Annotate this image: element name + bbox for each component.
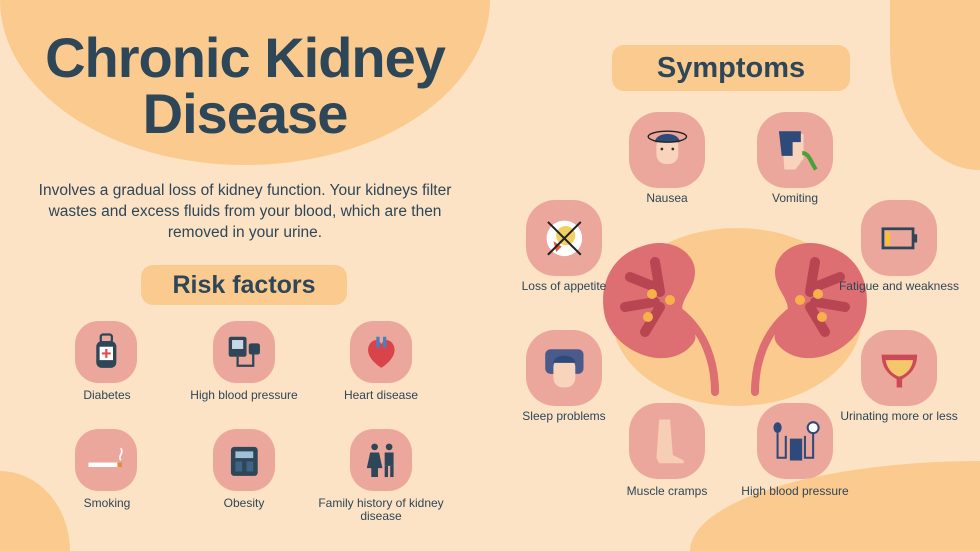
risk-label: Diabetes (83, 388, 131, 402)
intro-text: Involves a gradual loss of kidney functi… (38, 182, 452, 241)
risk-label: Obesity (223, 496, 265, 510)
symptom-label: Nausea (646, 191, 688, 205)
leg-icon (629, 403, 705, 479)
decorative-blob (890, 0, 980, 170)
sleep-face-icon (526, 330, 602, 406)
risk-label: Smoking (83, 496, 131, 510)
symptom-label: Muscle cramps (626, 484, 708, 498)
risk-label: Family history of kidney disease (318, 496, 444, 523)
scale-icon (213, 429, 275, 491)
title-line-2: Disease (142, 82, 349, 145)
bladder-icon (861, 330, 937, 406)
symptoms-heading: Symptoms (612, 45, 850, 91)
title-line-1: Chronic Kidney (45, 26, 446, 89)
decorative-blob (690, 461, 980, 551)
sphygmomanometer-icon (757, 403, 833, 479)
symptom-label: Urinating more or less (840, 409, 958, 423)
dizzy-face-icon (629, 112, 705, 188)
risk-factors-heading: Risk factors (141, 265, 347, 305)
symptom-label: Sleep problems (522, 409, 606, 423)
kidneys-illustration (603, 243, 867, 396)
decorative-blob (0, 471, 70, 551)
risk-label: Heart disease (343, 388, 419, 402)
blood-pressure-monitor-icon (213, 321, 275, 383)
family-icon (350, 429, 412, 491)
heart-icon (350, 321, 412, 383)
symptom-label: Loss of appetite (521, 279, 607, 293)
low-battery-icon (861, 200, 937, 276)
vomiting-icon (757, 112, 833, 188)
insulin-pump-icon (75, 321, 137, 383)
cigarette-icon (75, 429, 137, 491)
symptom-label: Vomiting (771, 191, 819, 205)
risk-label: High blood pressure (190, 388, 298, 402)
symptom-label: Fatigue and weakness (838, 279, 960, 293)
symptom-label: High blood pressure (741, 484, 849, 498)
no-food-icon (526, 200, 602, 276)
